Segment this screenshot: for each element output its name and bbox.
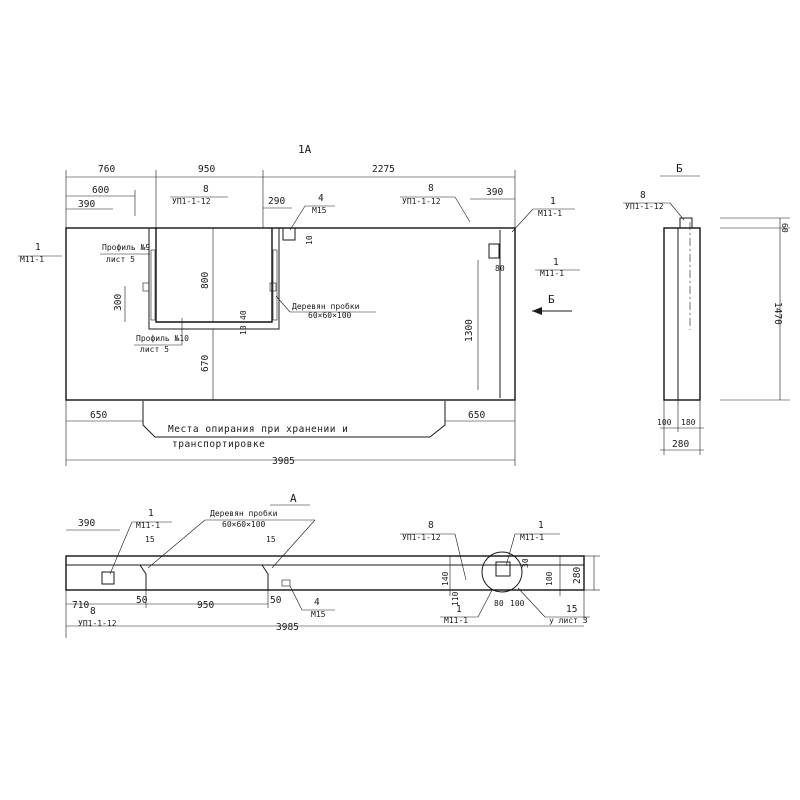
plan-callout-8b-num: 8 (90, 606, 96, 617)
dim-950: 950 (198, 164, 215, 175)
callout-1-left-text: М11-1 (20, 255, 44, 264)
dim-10b: 10 (305, 235, 314, 245)
callout-8a-text: УП1-1-12 (172, 197, 211, 206)
plan-callout-15-text: у лист 3 (549, 616, 588, 625)
support-note-line1: Места опирания при хранении и (168, 424, 348, 435)
side-callout-num: 8 (640, 190, 646, 201)
dim-650-left: 650 (90, 410, 107, 421)
callout-1m-text: М11-1 (540, 269, 564, 278)
plan-wood-line2: 60×60×100 (222, 520, 266, 529)
dim-670: 670 (200, 355, 211, 372)
side-dim-60: 60 (780, 223, 789, 233)
callout-8b-text: УП1-1-12 (402, 197, 441, 206)
dim-600: 600 (92, 185, 109, 196)
plan-dim-80: 80 (494, 599, 504, 608)
dim-2275: 2275 (372, 164, 395, 175)
plan-callout-1r-num: 1 (538, 520, 544, 531)
callout-4-text: М15 (312, 206, 327, 215)
plan-insert-left (101, 571, 115, 585)
side-dim-280: 280 (672, 439, 689, 450)
section-arrow-label: Б (548, 293, 555, 306)
side-panel-outline (663, 227, 701, 401)
plan-callout-1b-num: 1 (456, 604, 462, 615)
side-callout-text: УП1-1-12 (625, 202, 664, 211)
dim-800: 800 (200, 272, 211, 289)
dim-290: 290 (268, 196, 285, 207)
plan-callout-8-text: УП1-1-12 (402, 533, 441, 542)
plan-dim-3985: 3985 (276, 622, 299, 633)
plan-dim-50b: 50 (270, 595, 282, 606)
wood-plug-line2: 60×60×100 (308, 311, 352, 320)
plan-outline (65, 555, 585, 591)
plan-dim-15a: 15 (145, 535, 155, 544)
dim-390-left: 390 (78, 199, 95, 210)
plan-view: А 390 1 М11-1 Деревян пробки 60×60×100 1… (65, 492, 600, 638)
dim-390-right: 390 (486, 187, 503, 198)
callout-8a-num: 8 (203, 184, 209, 195)
plan-callout-1r-text: М11-1 (520, 533, 544, 542)
side-view-title: Б (676, 162, 683, 175)
side-dim-1470: 1470 (772, 302, 783, 325)
dim-40: 40 (239, 310, 248, 320)
plan-dim-100b: 100 (510, 599, 525, 608)
insert-m15 (282, 227, 296, 241)
plan-callout-1-text: М11-1 (136, 521, 160, 530)
plan-callout-4-num: 4 (314, 597, 320, 608)
profile9-line1: Профиль №9 (102, 243, 150, 252)
plan-view-title: А (290, 492, 297, 505)
support-note-line2: транспортировке (172, 439, 265, 450)
dim-300: 300 (113, 294, 124, 311)
dim-3985-front: 3985 (272, 456, 295, 467)
plan-callout-8-num: 8 (428, 520, 434, 531)
callout-1r-text: М11-1 (538, 209, 562, 218)
plan-dim-140: 140 (441, 571, 450, 586)
dim-760: 760 (98, 164, 115, 175)
dim-80: 80 (495, 264, 505, 273)
profile10-line2: лист 5 (140, 345, 169, 354)
callout-1-left-num: 1 (35, 242, 41, 253)
plan-dim-950: 950 (197, 600, 214, 611)
plan-callout-15-num: 15 (566, 604, 577, 615)
plan-insert-right (495, 561, 511, 577)
plan-dim-15b: 15 (266, 535, 276, 544)
plan-dim-280: 280 (572, 567, 583, 584)
plan-dim-100a: 100 (545, 571, 554, 586)
profile9-line2: лист 5 (106, 255, 135, 264)
callout-8b-num: 8 (428, 183, 434, 194)
side-dim-100: 100 (657, 418, 672, 427)
plan-dim-30: 30 (521, 558, 530, 568)
plan-dim-50a: 50 (136, 595, 148, 606)
plan-dim-710: 710 (72, 600, 89, 611)
plan-callout-4-text: М15 (311, 610, 326, 619)
callout-4-num: 4 (318, 193, 324, 204)
dim-1300: 1300 (464, 319, 475, 342)
plan-dim-390: 390 (78, 518, 95, 529)
dim-650-right: 650 (468, 410, 485, 421)
profile10-line1: Профиль №10 (136, 334, 189, 343)
wood-plug-line1: Деревян пробки (292, 301, 360, 311)
side-view: Б 8 УП1-1-12 60 1470 100 180 280 (623, 162, 790, 455)
detail-circle (481, 551, 523, 593)
plan-callout-1-num: 1 (148, 508, 154, 519)
callout-1r-num: 1 (550, 196, 556, 207)
callout-1m-num: 1 (553, 257, 559, 268)
plan-callout-1b-text: М11-1 (444, 616, 468, 625)
front-view-title: 1А (298, 143, 312, 156)
front-view: 1А 760 950 2275 600 390 390 290 800 670 (18, 143, 580, 467)
plan-dim-110: 110 (451, 591, 460, 606)
side-dim-180: 180 (681, 418, 696, 427)
side-insert (679, 217, 693, 229)
plan-wood-line1: Деревян пробки (210, 508, 278, 518)
plan-callout-8b-text: УП1-1-12 (78, 619, 117, 628)
dim-10a: 10 (239, 325, 248, 335)
insert-right (488, 243, 500, 259)
